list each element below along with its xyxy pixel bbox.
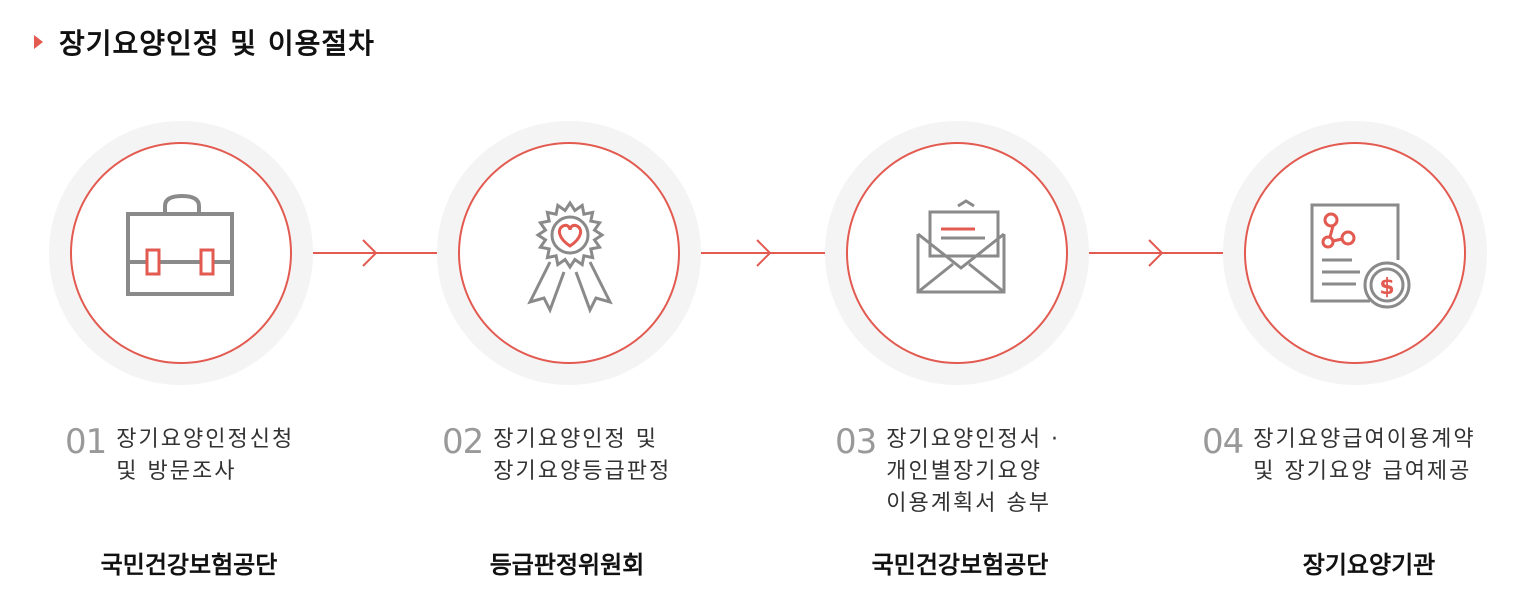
step-description: 장기요양급여이용계약 및 장기요양 급여제공 [1253, 427, 1476, 484]
step-number: 02 [442, 422, 484, 462]
step-1-circle [49, 121, 313, 385]
step-3-organization: 국민건강보험공단 [871, 551, 1049, 579]
step-1-text: 01 장기요양인정신청 및 방문조사 [65, 422, 294, 488]
step-number: 01 [65, 422, 107, 462]
heading-marker-icon [34, 35, 43, 49]
step-3-text: 03 장기요양인정서 · 개인별장기요양 이용계획서 송부 [835, 422, 1060, 520]
document-dollar-icon: $ [1310, 203, 1411, 309]
step-description: 장기요양인정 및 장기요양등급판정 [493, 427, 672, 484]
step-number: 04 [1202, 422, 1244, 462]
step-number: 03 [835, 422, 877, 462]
step-4-circle [1223, 121, 1487, 385]
connector-3-4 [1062, 239, 1250, 267]
step-2-text: 02 장기요양인정 및 장기요양등급판정 [442, 422, 671, 488]
step-1-organization: 국민건강보험공단 [100, 551, 278, 579]
award-ribbon-icon [527, 200, 613, 314]
step-4-organization: 장기요양기관 [1302, 551, 1436, 579]
step-description: 장기요양인정서 · 개인별장기요양 이용계획서 송부 [886, 427, 1060, 516]
section-heading: 장기요양인정 및 이용절차 [34, 22, 375, 62]
page-title: 장기요양인정 및 이용절차 [59, 27, 375, 60]
briefcase-icon [126, 193, 234, 296]
step-description: 장기요양인정신청 및 방문조사 [116, 427, 295, 484]
svg-text:$: $ [1379, 275, 1394, 300]
step-4-text: 04 장기요양급여이용계약 및 장기요양 급여제공 [1202, 422, 1476, 488]
envelope-letter-icon [916, 199, 1006, 294]
step-2-organization: 등급판정위원회 [489, 551, 645, 579]
